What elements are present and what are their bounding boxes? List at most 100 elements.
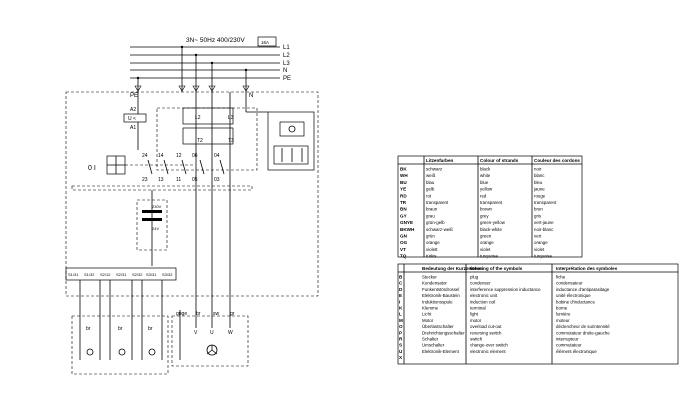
contact-14: 14 <box>158 153 164 159</box>
wire-gnge: gnge <box>176 311 187 317</box>
switch-label: 0 I <box>88 165 96 172</box>
colors-table-row-cell: noir-blanc <box>534 227 554 232</box>
symbols-table-row-cell: change-over switch <box>470 343 508 348</box>
colors-table-row: YE gelb yellow jaune <box>400 187 545 192</box>
colors-table-row-cell: yellow <box>480 187 493 192</box>
colors-table-row-cell: YE <box>400 187 406 192</box>
transformer-primary: 230V <box>152 204 162 209</box>
symbols-table-row-cell: C <box>399 281 403 286</box>
symbols-table-row-cell: switch <box>470 337 483 342</box>
transformer: 230V 24V <box>136 190 168 266</box>
colors-table-row-cell: blau <box>426 180 435 185</box>
colors-table-row-cell: blanc <box>534 173 545 178</box>
cable-br-1: br <box>86 326 91 332</box>
contact-23: 23 <box>142 177 148 183</box>
symbols-table-row-cell: inductance d'antiparasitage <box>556 287 610 292</box>
symbols-table-row-cell: Elektronik-Baustein <box>422 293 460 298</box>
symbols-table-row-cell: Kondensator <box>422 281 447 286</box>
symbols-table-row-cell: motor <box>470 318 482 323</box>
symbols-table-row-cell: lumière <box>556 312 571 317</box>
push-buttons: br br br <box>71 280 169 375</box>
symbols-table-row-cell: overload cut-out <box>470 324 502 329</box>
contactor-terminal-l2: L2 <box>195 115 201 121</box>
colors-table-row-cell: rot <box>426 193 432 198</box>
symbols-table-row-cell: D <box>399 287 403 292</box>
contactor-terminal-l3: L3 <box>228 115 234 121</box>
motor-terminal-u: U <box>210 330 214 336</box>
colors-table-row-cell: transparent <box>534 200 557 205</box>
colors-table-row-cell: BKWH <box>400 227 415 232</box>
symbols-table-row-cell: Funkentstördrossel <box>422 287 459 292</box>
symbols-table-row-cell: élément électronique <box>556 349 597 354</box>
colors-table-row-cell: RD <box>400 193 407 198</box>
terminal-s2-31: S2/31 <box>116 272 127 277</box>
symbols-table-row-cell: Induktionsspule <box>422 299 453 304</box>
colors-table-row-cell: green-yellow <box>480 220 506 225</box>
wire-gr: gr <box>230 311 235 317</box>
symbols-table-row-cell: condenser <box>470 281 491 286</box>
terminal-strip: S1/31 S1/32 S2/12 S2/31 S2/32 S3/31 S3/3… <box>65 267 177 281</box>
colors-table-row-cell: WH <box>400 173 408 178</box>
symbols-table-row-cell: interrupteur <box>556 337 579 342</box>
symbols-header-fr: Interprétation des symboles <box>556 266 618 271</box>
fuse-label: 16A <box>261 40 269 45</box>
terminal-s1-32: S1/32 <box>84 272 95 277</box>
colors-table-row-cell: brun <box>534 207 543 212</box>
symbols-table-row-cell: fiche <box>556 275 566 280</box>
contact-11: 11 <box>176 177 181 183</box>
cable-br-2: br <box>118 326 123 332</box>
contact-03: 03 <box>214 177 220 183</box>
colors-header-de: Litzenfarben <box>426 158 454 163</box>
undervoltage-coil: A2 U < A1 <box>123 92 147 150</box>
symbols-table-row-cell: Motor <box>422 318 434 323</box>
fuse: 16A <box>257 36 277 47</box>
symbols-table-row-cell: unité électronique <box>556 293 591 298</box>
coil-label-a2: A2 <box>130 107 136 113</box>
motor-terminal-w: W <box>228 330 233 336</box>
colors-table-row-cell: white <box>480 173 491 178</box>
colors-table-row-cell: violet <box>480 247 491 252</box>
colors-table-row-cell: jaune <box>533 187 545 192</box>
contacts-upper: 24 14 12 06 04 <box>142 153 220 159</box>
line-label-l2: L2 <box>283 53 290 59</box>
colors-table-row-cell: VT <box>400 247 406 252</box>
colors-table-row-cell: bleu <box>534 180 543 185</box>
colors-table-row-cell: grey <box>480 213 489 218</box>
colors-table-row-cell: schwarz-weiß <box>426 227 453 232</box>
symbols-header-de: Bedeutung der Kurzzeichen <box>422 266 483 271</box>
colors-table-row-cell: orange <box>480 240 494 245</box>
symbols-header-en: Meaning of the symbols <box>470 266 523 271</box>
symbols-table-row-cell: borne <box>556 306 568 311</box>
colors-table-row-cell: gelb <box>426 187 435 192</box>
colors-table-row-cell: weiß <box>426 173 436 178</box>
contactor: L2 L3 T2 T3 <box>156 92 258 190</box>
symbols-table-row-cell: S <box>399 343 402 348</box>
contactor-terminal-t2: T2 <box>197 138 203 144</box>
colors-table-row-cell: grün-gelb <box>426 220 445 225</box>
colors-table-row-cell: transparent <box>480 200 503 205</box>
terminal-s3-31: S3/31 <box>146 272 157 277</box>
symbols-table-row-cell: U <box>399 349 403 354</box>
line-label-l3: L3 <box>283 61 290 67</box>
contacts-lower: 23 13 11 05 03 <box>142 177 220 183</box>
colors-table-row-cell: noir <box>534 167 542 172</box>
symbols-table-row-cell: bobine d'inductance <box>556 299 595 304</box>
main-switch: 0 I <box>88 155 195 175</box>
pe-label: PE <box>130 93 138 99</box>
colors-table-row-cell: violett <box>426 247 438 252</box>
colors-table-row-cell: TR <box>400 200 407 205</box>
supply-label: 3N~ 50Hz 400/230V <box>186 37 245 44</box>
wire-sw: sw <box>213 311 220 317</box>
